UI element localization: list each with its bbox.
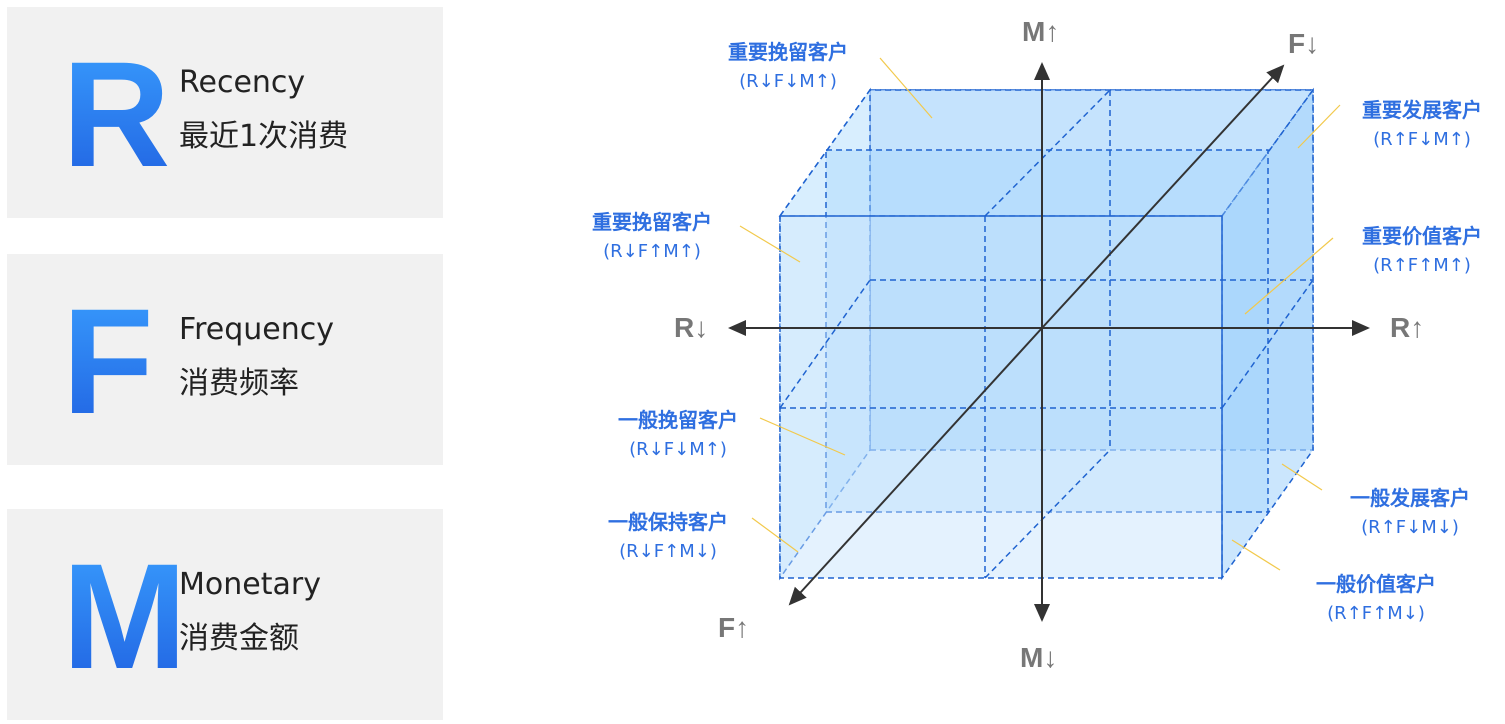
frequency-subtitle: 消费频率 [179, 366, 299, 401]
segment-label: 一般价值客户(R↑F↑M↓) [1316, 572, 1436, 624]
cube [778, 87, 1315, 581]
recency-letter: R [62, 30, 171, 198]
axis-label-m-up: M↑ [1022, 16, 1060, 47]
frequency-letter: F [62, 277, 154, 445]
recency-subtitle: 最近1次消费 [179, 119, 349, 154]
axis-label-r-right: R↑ [1390, 312, 1425, 343]
axis-label-m-down: M↓ [1020, 642, 1058, 673]
segment-label: 一般发展客户(R↑F↓M↓) [1350, 486, 1470, 538]
monetary-title: Monetary [179, 567, 321, 602]
axis-label-f-top: F↓ [1288, 28, 1320, 59]
axis-label-f-bottom: F↑ [718, 612, 750, 643]
recency-title: Recency [179, 65, 306, 100]
segment-label: 一般保持客户(R↓F↑M↓) [608, 510, 728, 562]
axis-label-r-left: R↓ [674, 312, 709, 343]
segment-label: 一般挽留客户(R↓F↓M↑) [618, 408, 738, 460]
leader-lines [739, 57, 1341, 571]
frequency-title: Frequency [179, 312, 334, 347]
monetary-letter: M [62, 532, 187, 700]
monetary-subtitle: 消费金额 [179, 621, 299, 656]
recency-card: R Recency 最近1次消费 [7, 7, 443, 218]
segment-label: 重要发展客户(R↑F↓M↑) [1362, 98, 1482, 150]
axes [728, 62, 1370, 622]
segment-label: 重要价值客户(R↑F↑M↑) [1362, 224, 1482, 276]
segment-label: 重要挽留客户(R↓F↓M↑) [728, 40, 848, 92]
frequency-card: F Frequency 消费频率 [7, 254, 443, 465]
segment-label: 重要挽留客户(R↓F↑M↑) [592, 210, 712, 262]
monetary-card: M Monetary 消费金额 [7, 509, 443, 720]
